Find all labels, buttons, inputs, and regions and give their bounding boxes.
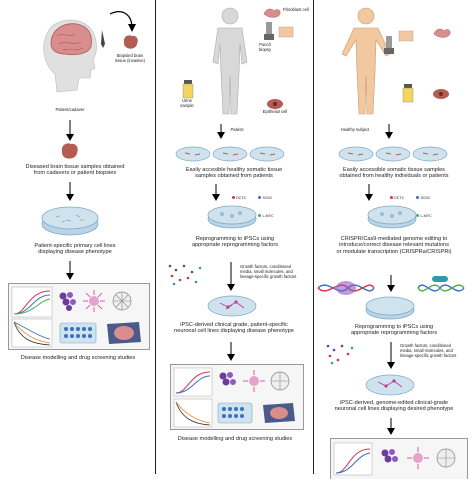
well-plate-icon	[217, 402, 253, 424]
flow-arrow	[387, 275, 395, 292]
tissue-culture-dishes	[338, 146, 448, 162]
brain-organoid-plate-icon	[107, 322, 141, 344]
drug-screening-panel	[170, 364, 304, 430]
decay-curve-graph	[173, 398, 213, 428]
punch-biopsy-icon	[264, 22, 274, 40]
punch-biopsy-icon	[384, 36, 394, 54]
epithelial-cell-icon	[433, 89, 449, 99]
cas9-dna-left-icon	[317, 281, 375, 295]
dose-response-graph	[173, 367, 213, 397]
flow-arrow	[66, 120, 74, 141]
well-plate-icon	[59, 322, 97, 344]
ipsc-dish-icon	[207, 205, 257, 229]
dose-response-graph	[333, 442, 373, 476]
patient-label: Patient	[230, 127, 244, 132]
factor-sox2: SOX2	[416, 196, 438, 200]
molecule-cluster-icon	[219, 372, 236, 386]
brain-tissue-sample-icon	[123, 35, 138, 49]
cell-wheel-icon	[436, 448, 456, 468]
healthy-subject-body-icon	[341, 7, 391, 115]
fibroblast-cell-icon	[263, 8, 281, 18]
factor-oct4: OCT4	[232, 196, 254, 200]
column-divider-left	[155, 0, 156, 474]
column3-step4-text: iPSC-derived, genome-edited clinical-gra…	[334, 400, 454, 413]
flow-arrow	[365, 184, 373, 201]
growth-factor-dots	[168, 264, 202, 286]
column3-step1-text: Easily accessible somatic tissue samples…	[339, 167, 449, 180]
urine-sample-label: Urine sample	[180, 98, 194, 108]
healthy-subject-label: Healthy subject	[340, 127, 370, 132]
urine-sample-icon	[402, 84, 414, 103]
nanoparticle-icon	[83, 290, 105, 312]
factor-lmyc: L-MYC	[416, 214, 438, 218]
tissue-sample-icon	[61, 143, 78, 159]
flow-arrow	[227, 342, 235, 361]
epithelial-cell-icon	[267, 99, 283, 109]
column1-step1-text: Diseased brain tissue samples obtained f…	[25, 164, 125, 177]
brain-organoid-plate-icon	[263, 403, 295, 423]
petri-dish-icon	[41, 206, 99, 236]
tissue-culture-dishes	[175, 146, 285, 162]
flow-arrow	[385, 124, 393, 139]
epithelial-cell-label: Epithelial cell	[262, 109, 288, 114]
cas9-dna-right-icon	[417, 276, 465, 292]
flow-arrow	[217, 124, 225, 139]
flow-arrow	[66, 182, 74, 201]
punch-biopsy-label: Punch biopsy	[258, 42, 272, 52]
decay-curve-graph	[11, 318, 53, 348]
column2-step4-text: Disease modelling and drug screening stu…	[177, 436, 293, 442]
neuron-dish-icon	[365, 374, 415, 396]
factor-oct4: OCT4	[390, 196, 412, 200]
dose-response-graph	[11, 286, 53, 318]
factor-lmyc: L-MYC	[258, 214, 280, 218]
molecule-cluster-icon	[381, 449, 398, 463]
column-divider-right	[313, 0, 314, 474]
nanoparticle-icon	[243, 370, 265, 392]
cell-wheel-icon	[112, 291, 132, 311]
column1-step3-text: Disease modelling and drug screening stu…	[20, 355, 136, 361]
drug-screening-panel	[8, 283, 150, 350]
urine-sample-icon	[182, 80, 194, 99]
column2-step2-text: Reprogramming to iPSCs using appropriate…	[191, 236, 279, 249]
factor-sox2: SOX2	[258, 196, 280, 200]
edited-ipsc-dish-icon	[365, 296, 415, 320]
neuron-dish-icon	[207, 295, 257, 317]
flow-arrow	[387, 418, 395, 435]
flow-arrow	[227, 262, 235, 291]
skin-sample-icon	[278, 26, 294, 38]
cell-wheel-icon	[270, 371, 290, 391]
nanoparticle-icon	[407, 447, 429, 469]
growth-factor-dots	[326, 344, 354, 365]
drug-screening-panel-partial	[330, 438, 468, 479]
flow-arrow	[387, 342, 395, 369]
crispr-dish-icon	[367, 205, 417, 229]
patient-body-icon	[212, 7, 248, 115]
flow-arrow	[212, 184, 220, 201]
head-with-brain-icon	[43, 19, 97, 93]
column1-step2-text: Patient-specific primary cell lines disp…	[34, 243, 116, 256]
skin-sample-icon	[398, 30, 414, 42]
growth-factors-label: Growth factors, conditioned media, small…	[400, 343, 457, 358]
column3-step2-text: CRISPR/Cas9-mediated genome editing to i…	[336, 236, 452, 255]
fibroblast-cell-label: Fibroblast cell	[283, 7, 309, 12]
fibroblast-cell-icon	[433, 28, 451, 38]
column3-step3-text: Reprogramming to iPSCs using appropriate…	[350, 324, 438, 337]
column2-step1-text: Easily accesible healthy somatic tissue …	[185, 167, 283, 180]
biopsy-label: Biopsied brain tissue (invasive)	[114, 53, 146, 63]
patient-cadaver-label: Patient/cadaver	[55, 107, 85, 112]
molecule-cluster-icon	[59, 292, 76, 311]
growth-factors-label: Growth factors, conditioned media, small…	[240, 264, 297, 279]
column2-step3-text: iPSC-derived clinical grade, patient-spe…	[174, 322, 294, 335]
scalpel-icon	[101, 30, 105, 48]
flow-arrow	[66, 261, 74, 280]
biopsy-arrow	[109, 11, 136, 32]
